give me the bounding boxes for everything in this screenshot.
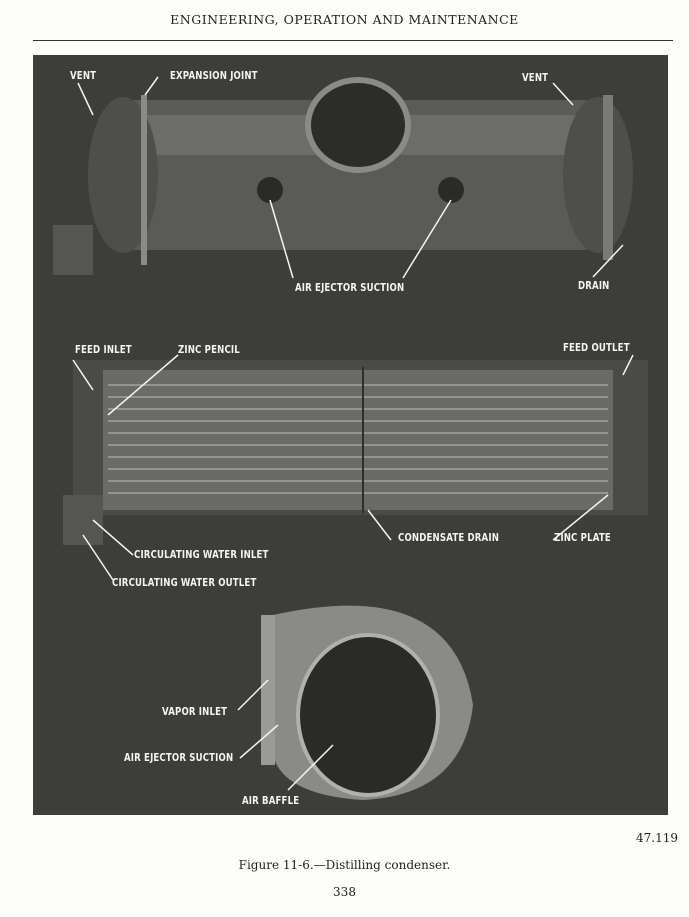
condenser-shell-exterior	[53, 77, 633, 275]
label-zinc-pencil: ZINC PENCIL	[178, 343, 240, 356]
condenser-illustration	[53, 76, 648, 800]
label-air-ejector-suction-top: AIR EJECTOR SUCTION	[295, 281, 405, 294]
label-expansion-joint: EXPANSION JOINT	[170, 69, 258, 82]
label-vent-left: VENT	[70, 69, 97, 82]
condenser-photo: VENT EXPANSION JOINT VENT AIR EJECTOR SU…	[33, 55, 668, 815]
label-drain: DRAIN	[578, 279, 610, 292]
figure-number: 47.119	[636, 831, 678, 845]
page-number: 338	[333, 885, 356, 899]
label-zinc-plate: ZINC PLATE	[554, 531, 611, 544]
header-rule	[33, 40, 673, 41]
label-feed-inlet: FEED INLET	[75, 343, 132, 356]
label-air-baffle: AIR BAFFLE	[242, 794, 300, 807]
label-vent-right: VENT	[522, 71, 549, 84]
label-circulating-water-inlet: CIRCULATING WATER INLET	[134, 548, 269, 561]
condenser-end-view	[261, 605, 473, 800]
label-condensate-drain: CONDENSATE DRAIN	[398, 531, 500, 544]
leader-lines	[72, 76, 634, 791]
label-air-ejector-suction-bottom: AIR EJECTOR SUCTION	[124, 751, 234, 764]
figure-caption: Figure 11-6.—Distilling condenser.	[238, 858, 451, 872]
label-circulating-water-outlet: CIRCULATING WATER OUTLET	[112, 576, 257, 589]
label-vapor-inlet: VAPOR INLET	[162, 705, 228, 718]
condenser-tube-bundle	[63, 360, 648, 545]
running-header: ENGINEERING, OPERATION AND MAINTENANCE	[170, 12, 519, 27]
label-feed-outlet: FEED OUTLET	[563, 341, 630, 354]
